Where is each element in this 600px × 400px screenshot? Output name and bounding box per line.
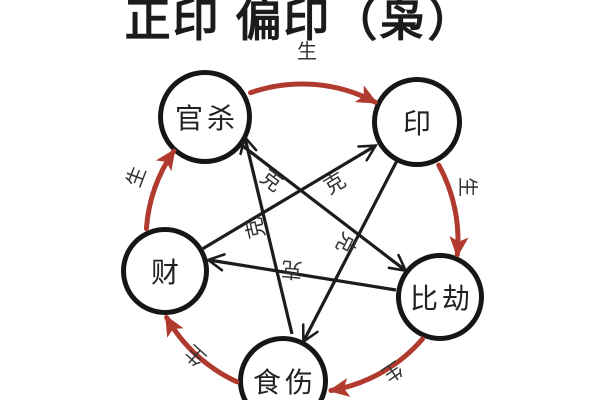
node-guansha: 官杀: [158, 70, 252, 164]
node-yin: 印: [372, 77, 462, 167]
node-bijie: 比劫: [396, 253, 484, 341]
sheng-label-yin-to-bijie: 生: [456, 177, 478, 197]
ke-arrow-shishang-to-guansha: [245, 138, 294, 335]
ke-label-bijie-to-cai: 克: [280, 256, 304, 282]
sheng-arrow-shishang-to-cai: [164, 314, 240, 385]
sheng-arrow-cai-to-guansha: [143, 148, 177, 232]
ke-arrow-yin-to-shishang: [304, 161, 398, 341]
node-label: 财: [150, 257, 179, 288]
node-label: 食伤: [252, 367, 317, 398]
node-label: 印: [402, 108, 431, 139]
sheng-arrow-guansha-to-yin: [248, 81, 378, 105]
diagram-title: 正印 偏印（枭）: [124, 0, 476, 46]
ke-arrow-cai-to-yin: [202, 146, 375, 250]
ke-arrow-bijie-to-cai: [209, 260, 397, 292]
sheng-label-guansha-to-yin: 生: [297, 41, 317, 63]
node-label: 比劫: [409, 283, 474, 314]
node-cai: 财: [121, 227, 209, 315]
node-label: 官杀: [174, 103, 239, 134]
node-shishang: 食伤: [238, 336, 328, 400]
sheng-arrow-yin-to-bijie: [436, 162, 469, 258]
sheng-arrow-bijie-to-shishang: [328, 336, 425, 397]
ke-arrow-guansha-to-bijie: [241, 144, 405, 271]
